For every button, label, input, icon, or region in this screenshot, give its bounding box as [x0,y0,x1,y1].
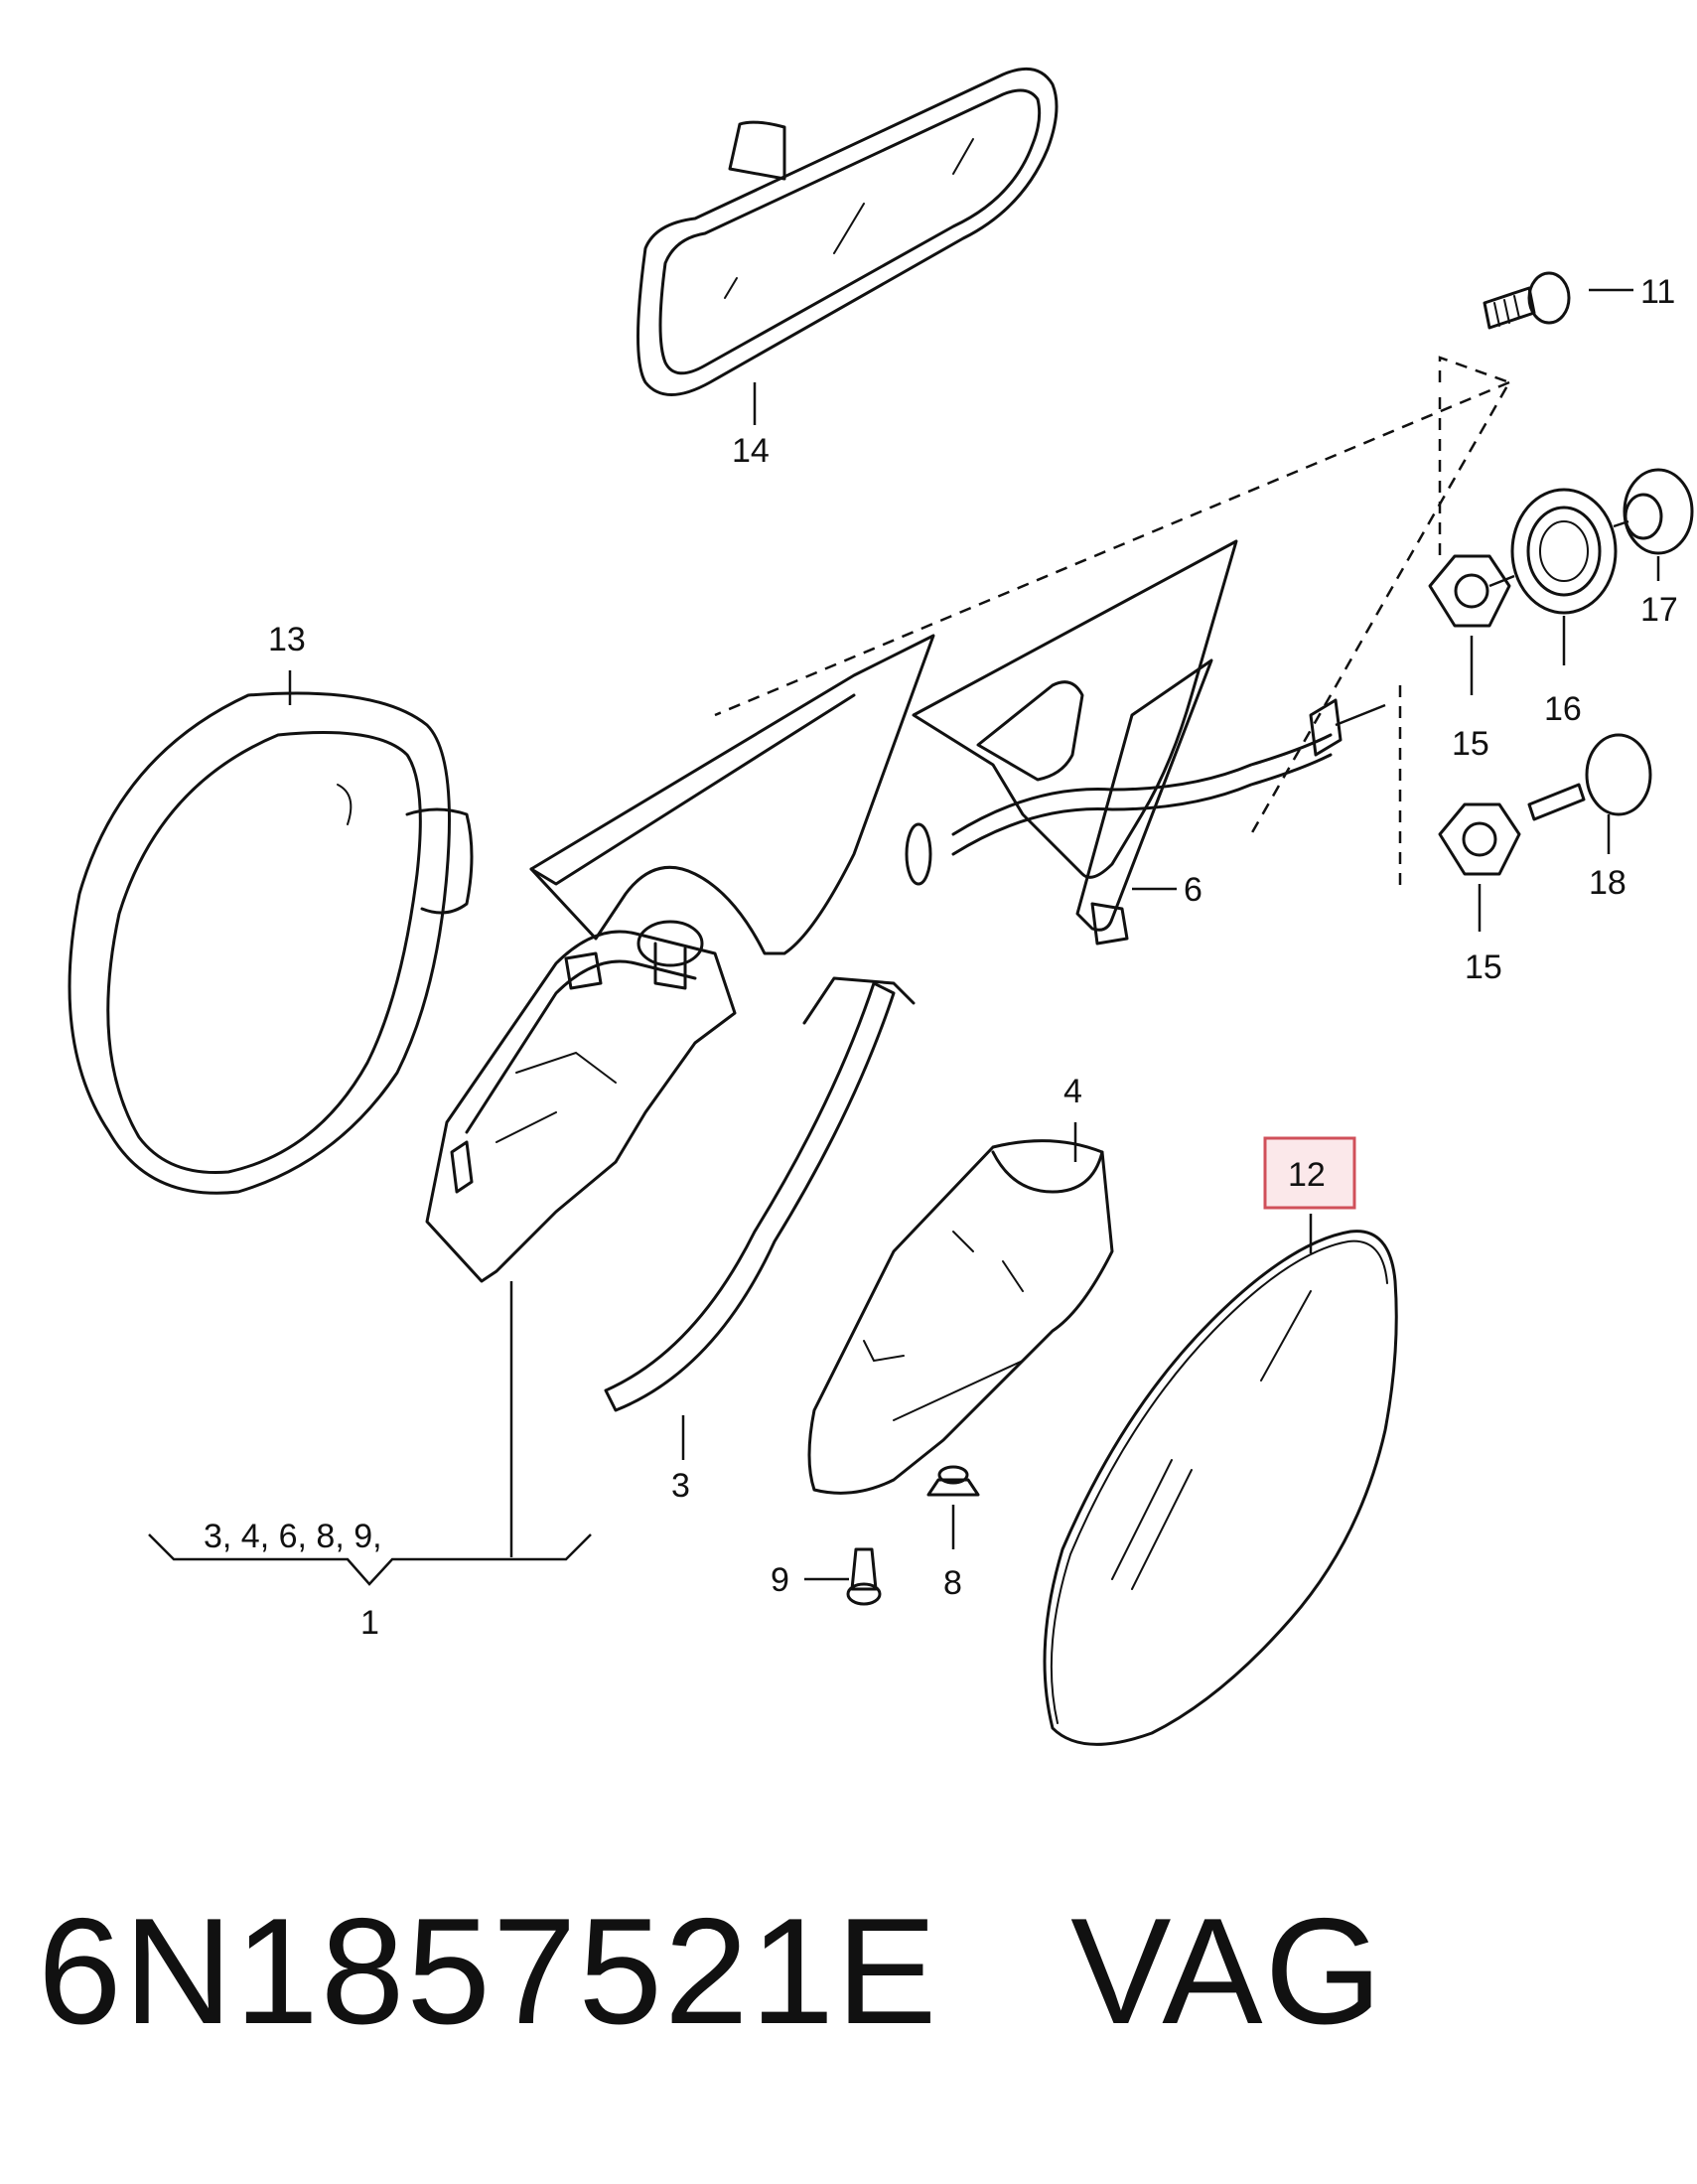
callout-14: 14 [732,432,770,470]
caption-spacer [938,1887,1070,2056]
mirror-frame [425,920,737,1283]
callout-9: 9 [771,1561,789,1599]
cap-17 [1613,468,1694,555]
callout-1: 1 [360,1604,379,1642]
callout-15-upper: 15 [1452,725,1489,763]
adjuster-18 [1527,733,1652,821]
callout-6: 6 [1184,871,1202,909]
mirror-cap [68,691,474,1195]
callout-17: 17 [1640,591,1678,629]
interior-mirror [636,67,1059,396]
spring-16 [1488,488,1618,615]
assembly-bracket [148,1533,592,1586]
callout-4: 4 [1063,1073,1082,1110]
nut-15-lower [1438,802,1521,876]
callout-15-lower: 15 [1465,948,1502,986]
screw-9 [846,1547,882,1606]
part-caption: 6N1857521E VAG [38,1887,1666,2056]
mirror-glass [1043,1230,1398,1746]
callout-8: 8 [943,1564,962,1602]
seal-strip [604,976,916,1412]
callout-3: 3 [671,1467,690,1505]
callout-18: 18 [1589,864,1626,902]
screw-11 [1483,271,1571,330]
callout-13: 13 [268,621,306,658]
part-number: 6N1857521E [38,1887,939,2056]
mirror-housing [529,539,1386,955]
brand-name: VAG [1070,1887,1384,2056]
base-cover [807,1139,1114,1495]
callout-12: 12 [1288,1156,1326,1194]
clip-8 [926,1465,980,1497]
callout-16: 16 [1544,690,1582,728]
nut-15-upper [1428,554,1511,628]
highlight-box-12 [1263,1136,1356,1210]
callout-11: 11 [1640,273,1675,311]
assembly-group-label: 3, 4, 6, 8, 9, [204,1518,382,1555]
